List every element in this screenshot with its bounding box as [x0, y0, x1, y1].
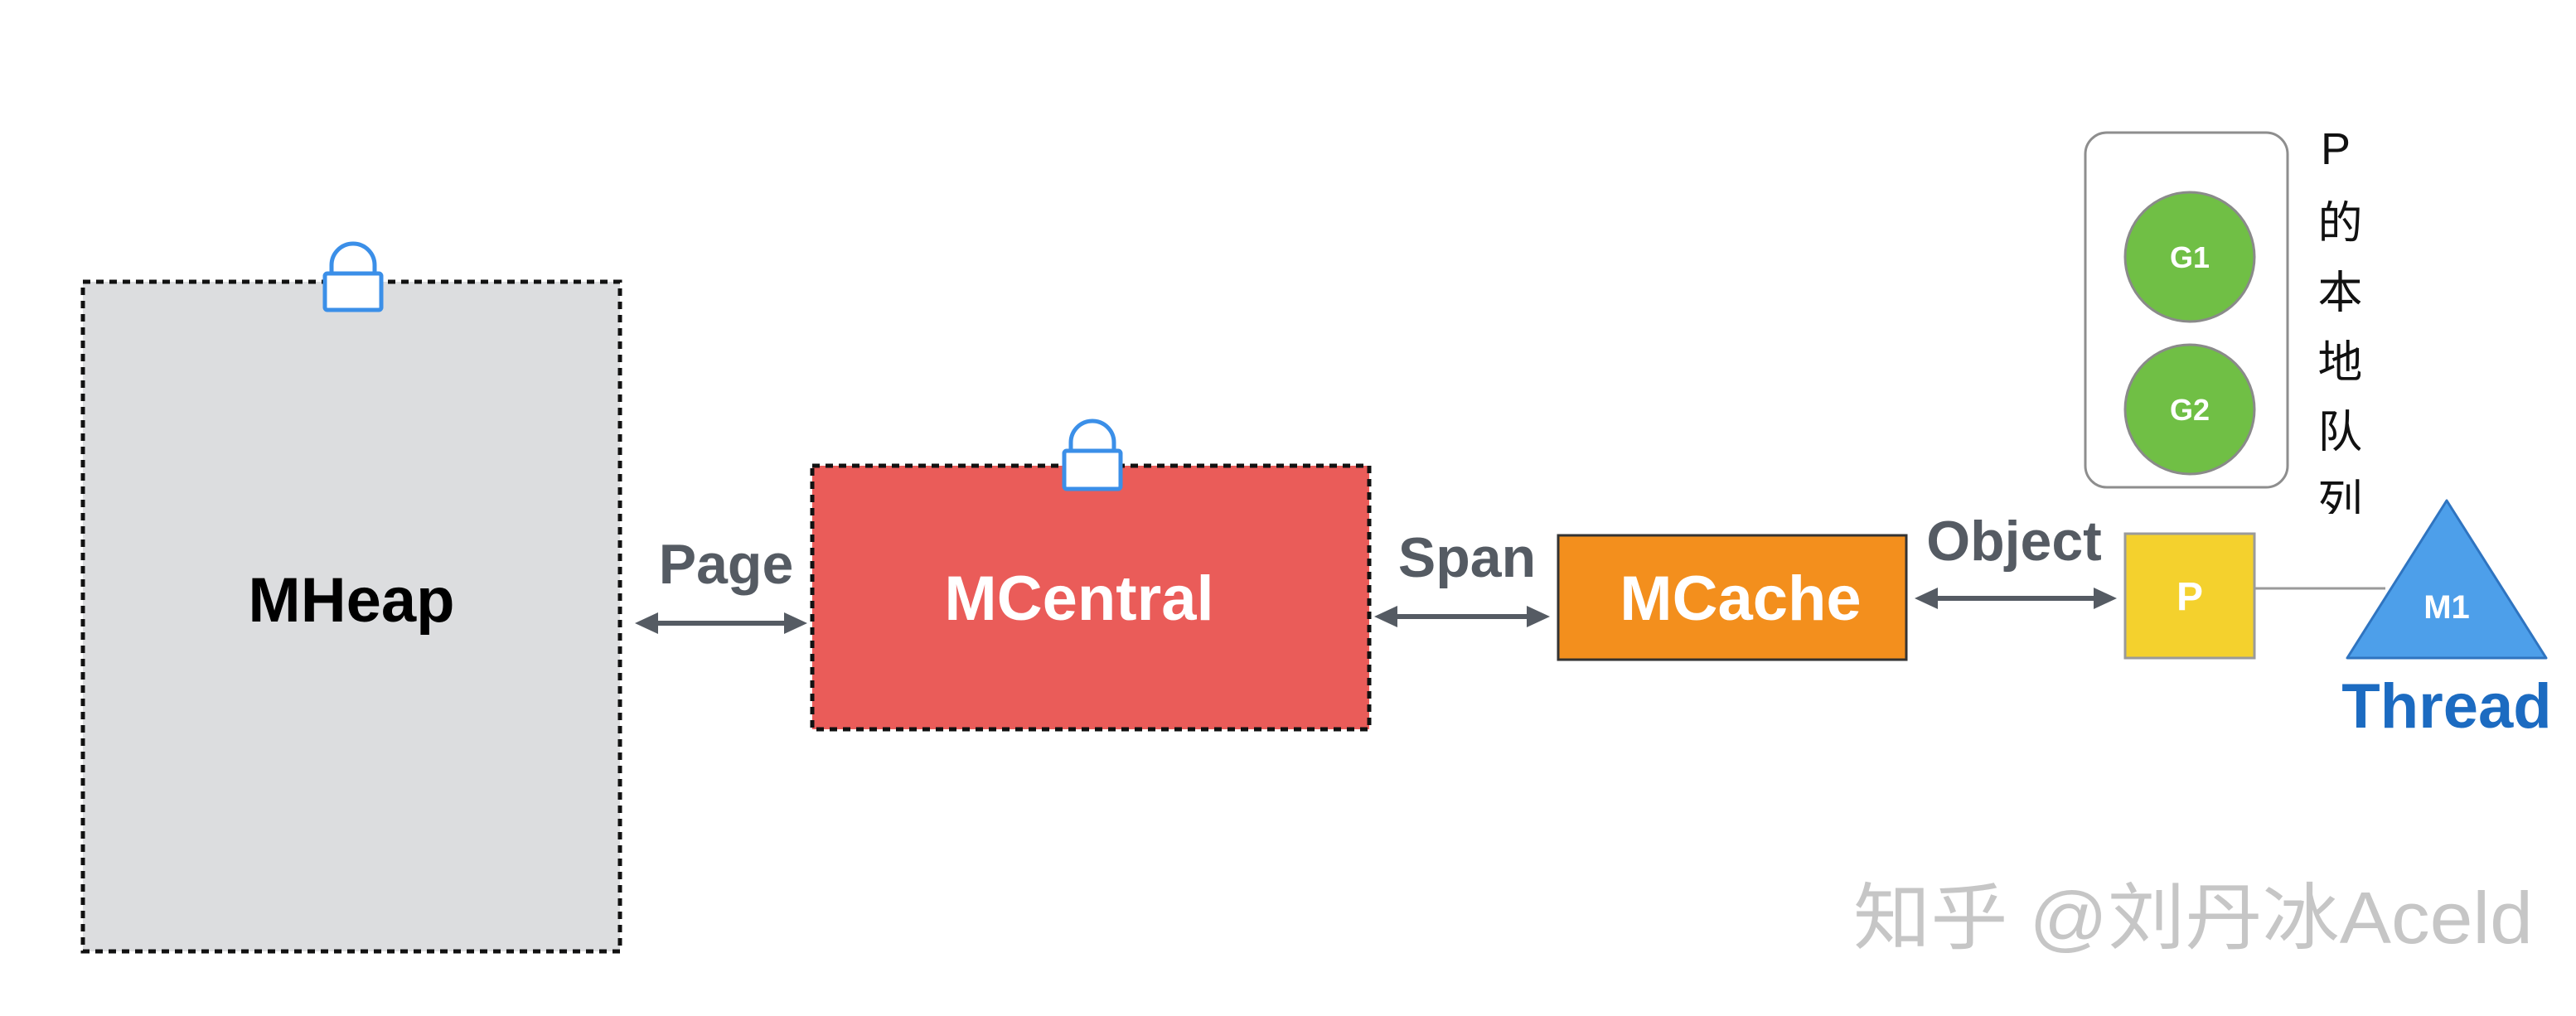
mcache-label: MCache [1620, 564, 1861, 634]
lock-body [322, 271, 384, 312]
mcache-box [1557, 534, 1908, 661]
lock-shackle [1068, 418, 1116, 452]
p-node: P [2123, 532, 2256, 660]
edge-page-arrowhead-left [635, 612, 658, 634]
p-label: P [2177, 575, 2203, 619]
mcentral-label: MCentral [944, 564, 1213, 634]
lock-icon [322, 241, 384, 312]
m1-triangle [2346, 499, 2548, 660]
m1-label: M1 [2423, 589, 2470, 626]
g2-circle [2123, 343, 2256, 476]
mheap-node: MHeap [80, 279, 622, 954]
goroutine-g2: G2 [2123, 343, 2256, 476]
mcentral-node: MCentral [810, 463, 1372, 732]
edge-span-arrowhead-left [1374, 606, 1397, 627]
edge-object-arrowhead-left [1915, 588, 1938, 609]
edge-span-label: Span [1398, 526, 1536, 589]
g1-circle [2123, 191, 2256, 323]
mheap-box [80, 279, 622, 954]
lock-body [1062, 448, 1123, 491]
goroutine-g1: G1 [2123, 191, 2256, 323]
edge-page-arrowhead-right [784, 612, 807, 634]
edge-span: Span [1374, 526, 1550, 627]
m1-node: M1 [2346, 499, 2548, 660]
p-box [2123, 532, 2256, 660]
g1-label: G1 [2170, 240, 2210, 274]
edge-object-label: Object [1926, 510, 2102, 573]
mheap-label: MHeap [248, 565, 454, 636]
edge-span-arrowhead-right [1527, 606, 1550, 627]
local-queue-label: P的本地队列 [2311, 124, 2361, 514]
watermark: 知乎 @刘丹冰Aceld [1853, 877, 2533, 959]
edge-page: Page [635, 533, 807, 634]
edge-object: Object [1915, 510, 2117, 609]
edge-page-label: Page [659, 533, 794, 596]
mcache-node: MCache [1557, 534, 1908, 661]
edge-object-arrowhead-right [2094, 588, 2117, 609]
lock-shackle [329, 241, 377, 275]
mcentral-box [810, 463, 1372, 732]
g2-label: G2 [2170, 393, 2210, 427]
thread-label: Thread [2341, 671, 2551, 742]
local-queue: G1 G2 [2084, 131, 2289, 489]
lock-icon [1062, 418, 1123, 491]
